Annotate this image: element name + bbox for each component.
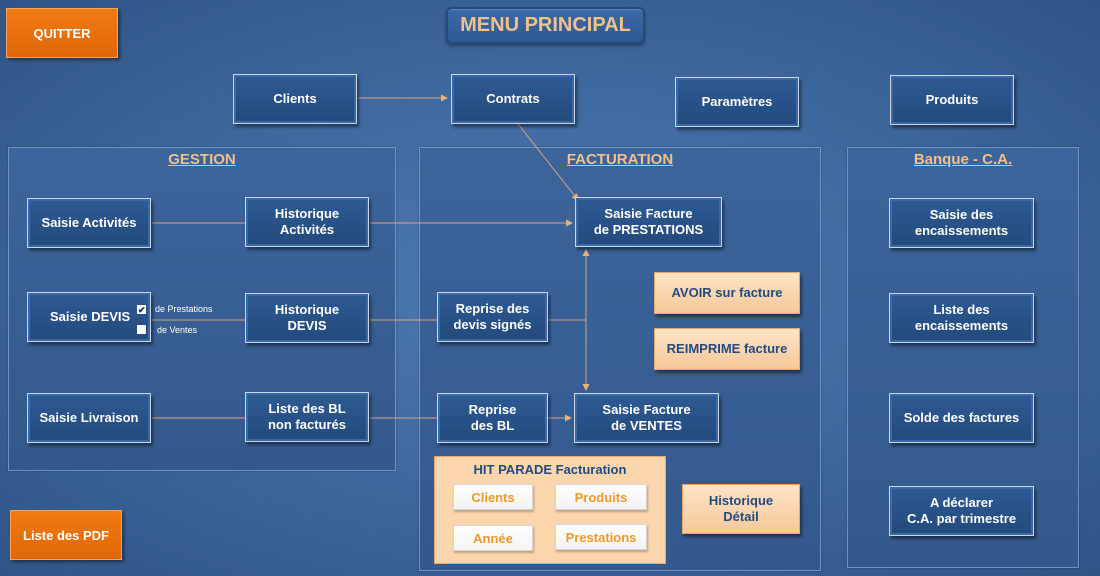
hit-clients-button[interactable]: Clients xyxy=(453,484,533,510)
historique-activites-button[interactable]: Historique Activités xyxy=(245,197,369,247)
reprise-bl-button[interactable]: Reprise des BL xyxy=(437,393,548,443)
devis-ventes-label: de Ventes xyxy=(157,325,198,335)
devis-ventes-checkbox[interactable] xyxy=(137,325,146,334)
page-title: MENU PRINCIPAL xyxy=(446,7,645,44)
banque-title: Banque - C.A. xyxy=(913,151,1013,168)
saisie-encaissements-button[interactable]: Saisie des encaissements xyxy=(889,198,1034,248)
facturation-title: FACTURATION xyxy=(566,151,674,168)
hit-produits-button[interactable]: Produits xyxy=(555,484,647,510)
gestion-title: GESTION xyxy=(168,151,236,168)
line-contrats-prestations xyxy=(517,123,579,201)
saisie-livraison-button[interactable]: Saisie Livraison xyxy=(27,393,151,443)
contrats-button[interactable]: Contrats xyxy=(451,74,575,124)
parametres-button[interactable]: Paramètres xyxy=(675,77,799,127)
saisie-facture-ventes-button[interactable]: Saisie Facture de VENTES xyxy=(574,393,719,443)
pdf-list-button[interactable]: Liste des PDF xyxy=(10,510,122,560)
saisie-activites-button[interactable]: Saisie Activités xyxy=(27,198,151,248)
hit-prestations-button[interactable]: Prestations xyxy=(555,524,647,550)
quit-button[interactable]: QUITTER xyxy=(6,8,118,58)
hit-parade-box: HIT PARADE Facturation Clients Produits … xyxy=(434,456,666,564)
devis-prestations-label: de Prestations xyxy=(155,304,213,314)
liste-bl-button[interactable]: Liste des BL non facturés xyxy=(245,392,369,442)
declarer-ca-button[interactable]: A déclarer C.A. par trimestre xyxy=(889,486,1034,536)
solde-factures-button[interactable]: Solde des factures xyxy=(889,393,1034,443)
reimprime-facture-button[interactable]: REIMPRIME facture xyxy=(654,328,800,370)
historique-devis-button[interactable]: Historique DEVIS xyxy=(245,293,369,343)
reprise-devis-button[interactable]: Reprise des devis signés xyxy=(437,292,548,342)
historique-detail-button[interactable]: Historique Détail xyxy=(682,484,800,534)
devis-prestations-checkbox[interactable]: ✔ xyxy=(137,305,146,315)
liste-encaissements-button[interactable]: Liste des encaissements xyxy=(889,293,1034,343)
saisie-devis-button[interactable]: Saisie DEVIS xyxy=(27,292,151,342)
avoir-facture-button[interactable]: AVOIR sur facture xyxy=(654,272,800,314)
hit-annee-button[interactable]: Année xyxy=(453,525,533,551)
hit-parade-title: HIT PARADE Facturation xyxy=(473,462,627,477)
clients-button[interactable]: Clients xyxy=(233,74,357,124)
saisie-facture-prestations-button[interactable]: Saisie Facture de PRESTATIONS xyxy=(575,197,722,247)
produits-button[interactable]: Produits xyxy=(890,75,1014,125)
